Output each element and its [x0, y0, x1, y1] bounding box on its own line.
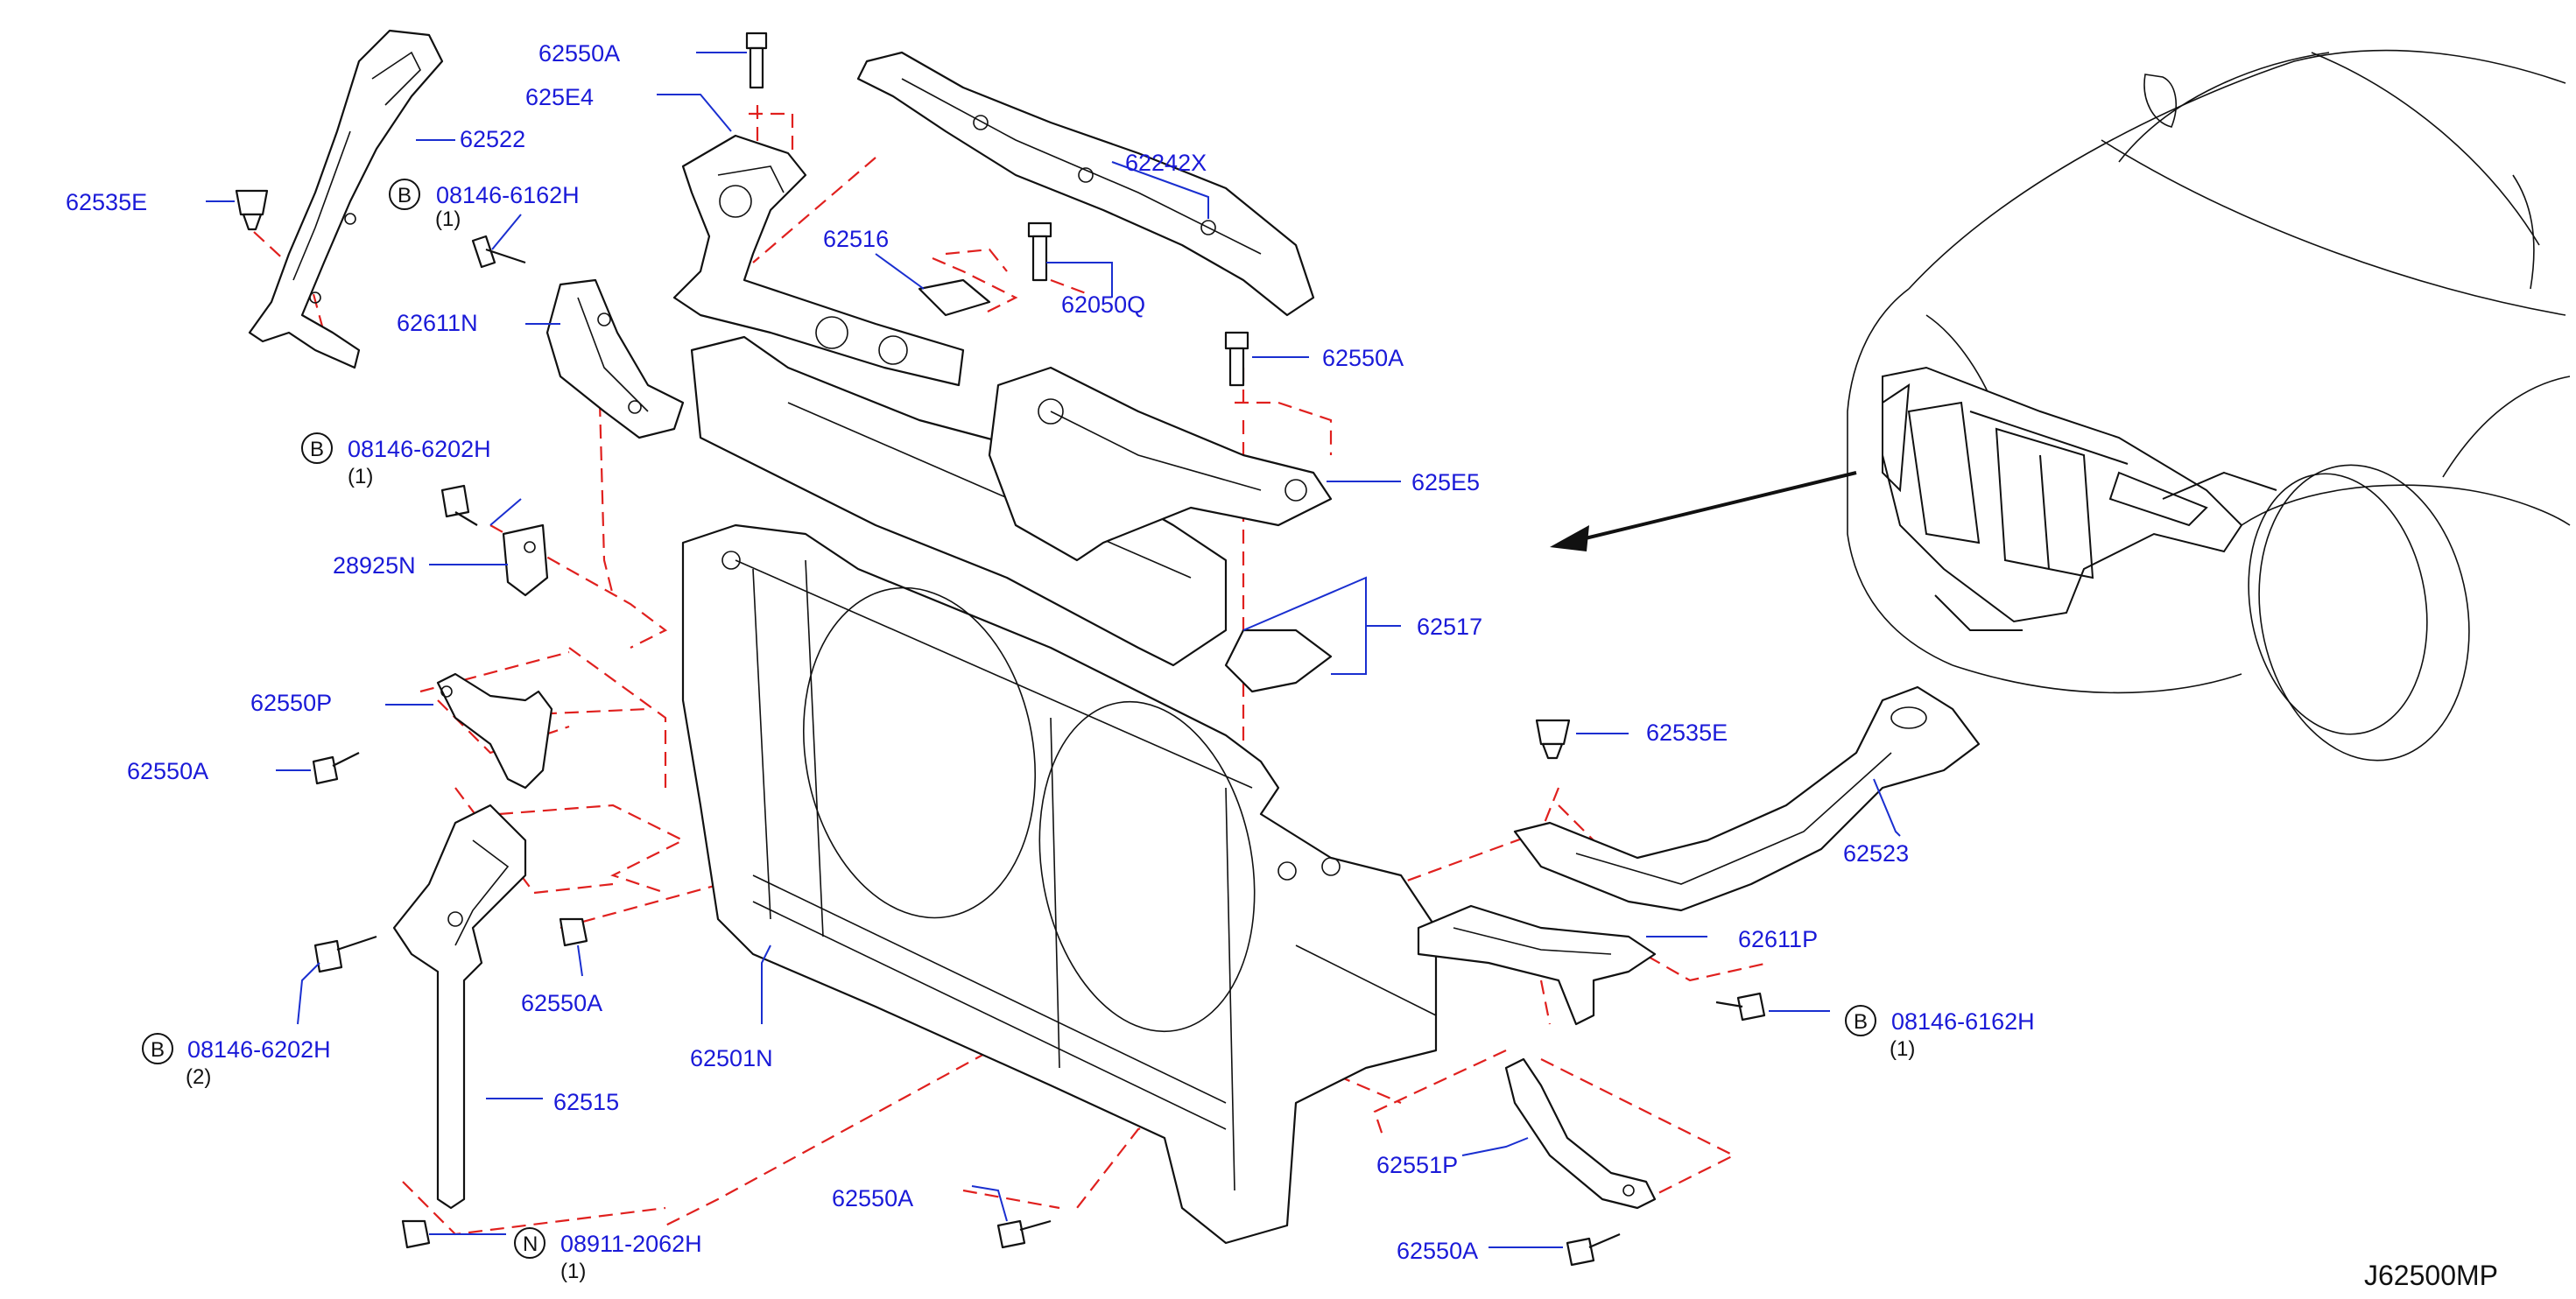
label-08146-6202H-mid[interactable]: 08146-6202H	[348, 436, 491, 462]
label-08146-6202H-low[interactable]: 08146-6202H	[187, 1036, 331, 1063]
qty-08146-6202H-low: (2)	[186, 1065, 211, 1089]
label-62242X[interactable]: 62242X	[1125, 150, 1207, 176]
bolt-marker-letter: B	[398, 184, 412, 207]
label-625E4[interactable]: 625E4	[525, 84, 594, 110]
vehicle-locator-drawing	[1550, 49, 2571, 762]
label-62550A-right[interactable]: 62550A	[1322, 345, 1404, 371]
label-62550P[interactable]: 62550P	[250, 690, 332, 716]
label-62523[interactable]: 62523	[1843, 840, 1909, 867]
label-62535E-left[interactable]: 62535E	[66, 189, 147, 215]
qty-08146-6202H-mid: (1)	[348, 465, 373, 488]
label-62550A-lower[interactable]: 62550A	[521, 990, 602, 1016]
label-62515[interactable]: 62515	[553, 1089, 619, 1115]
label-62501N[interactable]: 62501N	[690, 1045, 773, 1071]
bolt-marker-letter: B	[310, 438, 324, 461]
bolt-marker-icon	[389, 179, 420, 210]
qty-08146-6162H-right: (1)	[1890, 1037, 1915, 1061]
label-62550A-bottom-right[interactable]: 62550A	[1397, 1238, 1478, 1264]
label-62550A-top[interactable]: 62550A	[538, 40, 620, 67]
label-08911-2062H[interactable]: 08911-2062H	[560, 1231, 702, 1257]
qty-08146-6162H-left: (1)	[435, 207, 461, 231]
qty-08911-2062H: (1)	[560, 1260, 586, 1283]
label-62611P[interactable]: 62611P	[1738, 926, 1818, 952]
leader-lines	[206, 52, 1901, 1248]
nut-marker-icon	[514, 1227, 545, 1259]
label-62550A-bottom[interactable]: 62550A	[832, 1185, 913, 1211]
bolt-marker-icon	[1845, 1005, 1876, 1036]
bolt-marker-icon	[142, 1033, 173, 1064]
label-28925N[interactable]: 28925N	[333, 552, 416, 579]
label-62050Q[interactable]: 62050Q	[1061, 291, 1145, 318]
diagram-code: J62500MP	[2364, 1260, 2498, 1291]
label-62535E-right[interactable]: 62535E	[1646, 720, 1728, 746]
label-62550A-left[interactable]: 62550A	[127, 758, 208, 784]
label-62551P[interactable]: 62551P	[1376, 1152, 1458, 1178]
label-625E5[interactable]: 625E5	[1411, 469, 1480, 495]
bolt-marker-letter: B	[151, 1038, 165, 1062]
label-62611N[interactable]: 62611N	[397, 310, 478, 336]
bolt-marker-letter: B	[1854, 1010, 1868, 1034]
part-drawings	[235, 29, 1981, 1267]
callout-labels: 62550A 625E4 62522 62535E B 08146-6162H …	[66, 40, 2498, 1291]
label-62522[interactable]: 62522	[460, 126, 525, 152]
label-62517[interactable]: 62517	[1417, 614, 1482, 640]
nut-marker-letter: N	[523, 1232, 538, 1256]
label-08146-6162H-left[interactable]: 08146-6162H	[436, 182, 580, 208]
label-62516[interactable]: 62516	[823, 226, 889, 252]
label-08146-6162H-right[interactable]: 08146-6162H	[1891, 1008, 2035, 1035]
bolt-marker-icon	[301, 432, 333, 464]
